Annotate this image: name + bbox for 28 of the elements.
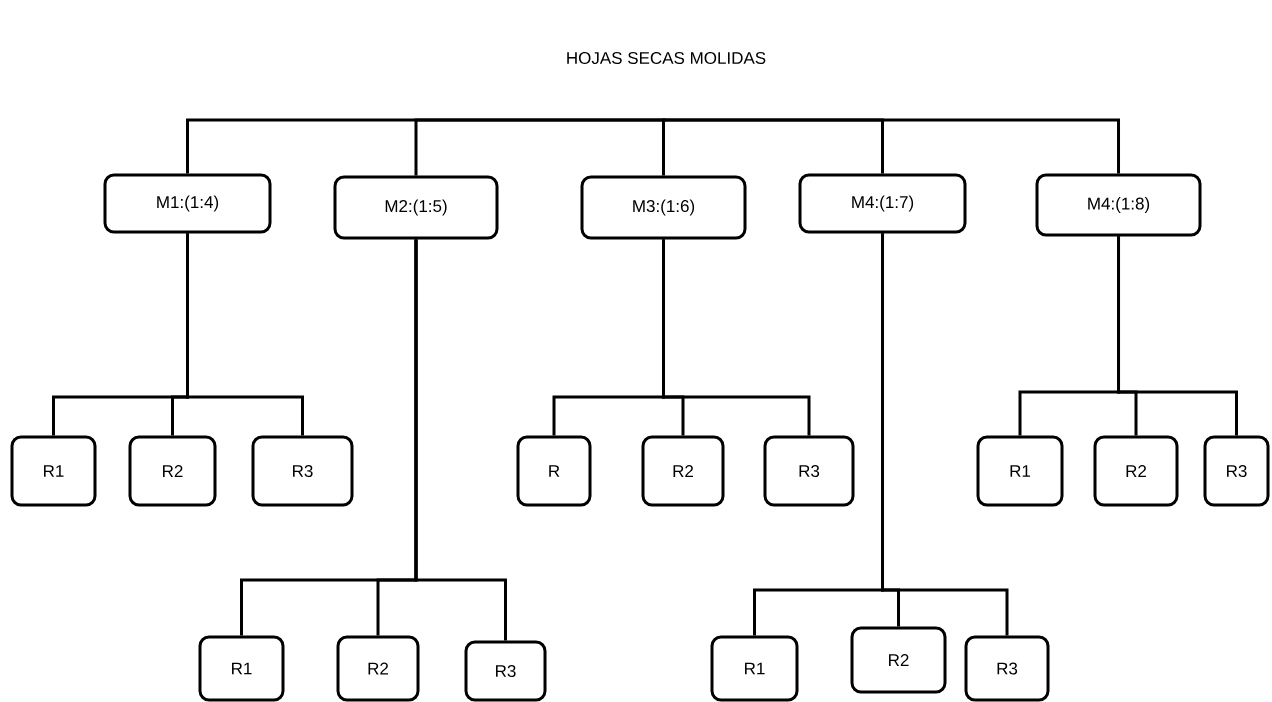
- process-box: R3: [1203, 435, 1270, 507]
- connector-line: [1117, 236, 1238, 436]
- title: HOJAS SECAS MOLIDAS: [567, 52, 766, 65]
- process-box: R2: [336, 635, 420, 702]
- process-box: R1: [10, 435, 97, 507]
- process-box: R: [516, 435, 592, 507]
- connector-line: [666, 118, 1120, 174]
- process-box: R1: [976, 435, 1064, 507]
- process-box: R1: [710, 635, 799, 702]
- process-box: R3: [464, 640, 547, 702]
- process-box: R3: [763, 435, 855, 507]
- connector-line: [662, 118, 667, 176]
- process-box: R2: [128, 435, 217, 507]
- connector-line: [881, 233, 1009, 636]
- process-box: M3:(1:6): [580, 175, 747, 240]
- connector-line: [414, 239, 507, 641]
- process-box: M2:(1:5): [333, 175, 499, 240]
- process-box: R3: [251, 435, 354, 507]
- process-box: R2: [641, 435, 725, 507]
- process-box: M4:(1:7): [798, 173, 967, 234]
- process-box: R3: [964, 635, 1050, 702]
- process-box: R2: [1093, 435, 1179, 507]
- process-box: M1:(1:4): [103, 173, 272, 234]
- process-box: R2: [850, 626, 947, 694]
- process-box: R1: [198, 635, 285, 702]
- connector-line: [186, 233, 304, 436]
- process-box: M4:(1:8): [1035, 173, 1202, 237]
- connector-line: [662, 239, 811, 436]
